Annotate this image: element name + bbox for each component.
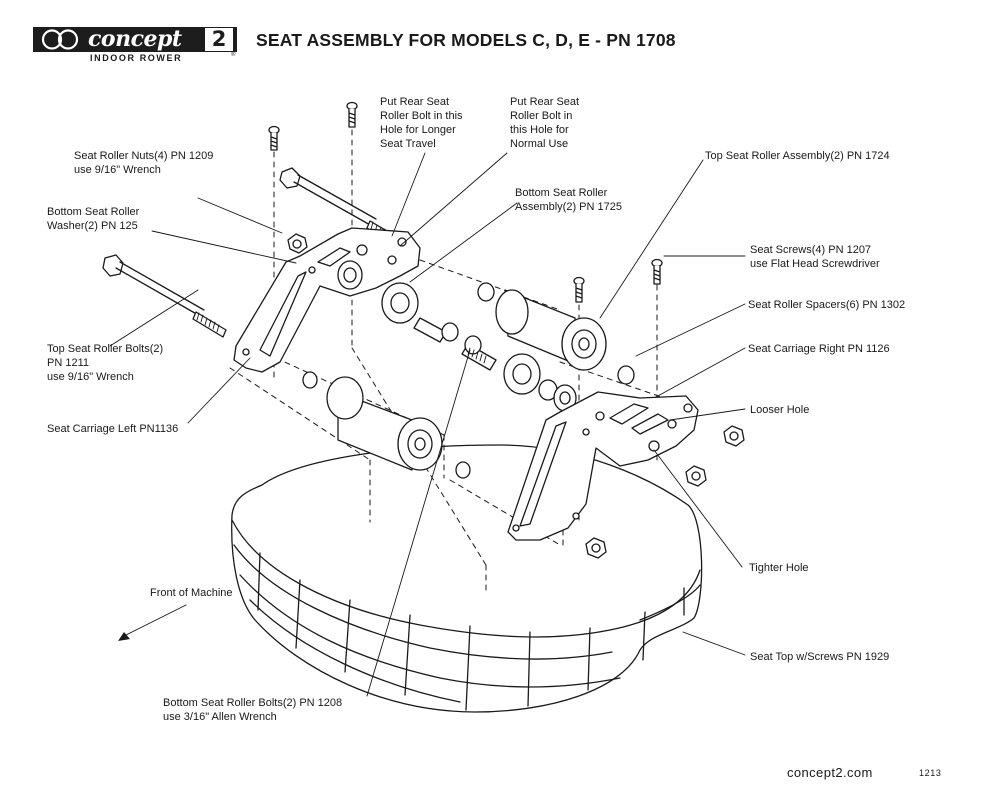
label-front-of-machine: Front of Machine bbox=[150, 587, 233, 599]
label-rear-bolt-longer: Put Rear Seat Roller Bolt in this Hole f… bbox=[380, 96, 463, 150]
right-carriage-nuts bbox=[585, 425, 745, 559]
front-arrow-icon bbox=[118, 632, 130, 641]
left-carriage-nut bbox=[287, 233, 308, 254]
bottom-roller-assembly-left bbox=[302, 371, 471, 479]
label-looser-hole: Looser Hole bbox=[750, 404, 810, 416]
registered-mark: ® bbox=[231, 52, 236, 58]
label-bottom-roller-washer: Bottom Seat Roller Washer(2) PN 125 bbox=[47, 206, 140, 232]
label-seat-roller-nuts: Seat Roller Nuts(4) PN 1209 use 9/16" Wr… bbox=[74, 150, 214, 176]
label-bottom-roller-bolts: Bottom Seat Roller Bolts(2) PN 1208 use … bbox=[163, 697, 343, 723]
logo-mark-icon bbox=[41, 29, 79, 50]
label-tighter-hole: Tighter Hole bbox=[749, 562, 809, 574]
top-roller-assembly bbox=[477, 282, 635, 385]
page-title: SEAT ASSEMBLY FOR MODELS C, D, E - PN 17… bbox=[256, 30, 676, 50]
seat-carriage-right bbox=[507, 391, 699, 541]
label-seat-roller-spacers: Seat Roller Spacers(6) PN 1302 bbox=[748, 299, 906, 311]
seat-screws bbox=[268, 101, 663, 303]
bottom-roller-assembly-middle bbox=[381, 282, 577, 412]
label-bottom-roller-assembly: Bottom Seat Roller Assembly(2) PN 1725 bbox=[515, 187, 622, 213]
logo-wordmark: concept bbox=[88, 26, 182, 52]
logo-subtitle: INDOOR ROWER bbox=[90, 53, 183, 63]
label-top-roller-assembly: Top Seat Roller Assembly(2) PN 1724 bbox=[705, 150, 890, 162]
label-seat-carriage-right: Seat Carriage Right PN 1126 bbox=[748, 343, 890, 355]
label-top-roller-bolts: Top Seat Roller Bolts(2) PN 1211 use 9/1… bbox=[47, 343, 164, 383]
page-number: 1213 bbox=[919, 768, 942, 778]
label-seat-top: Seat Top w/Screws PN 1929 bbox=[750, 651, 890, 663]
footer-url: concept2.com bbox=[787, 765, 873, 780]
seat-carriage-left bbox=[233, 227, 421, 373]
logo-number: 2 bbox=[205, 28, 233, 51]
seat-top-drawing bbox=[231, 444, 703, 713]
label-seat-screws: Seat Screws(4) PN 1207 use Flat Head Scr… bbox=[750, 244, 880, 270]
label-seat-carriage-left: Seat Carriage Left PN1136 bbox=[47, 423, 179, 435]
label-rear-bolt-normal: Put Rear Seat Roller Bolt in this Hole f… bbox=[510, 96, 580, 150]
top-roller-bolt-left bbox=[102, 254, 227, 338]
